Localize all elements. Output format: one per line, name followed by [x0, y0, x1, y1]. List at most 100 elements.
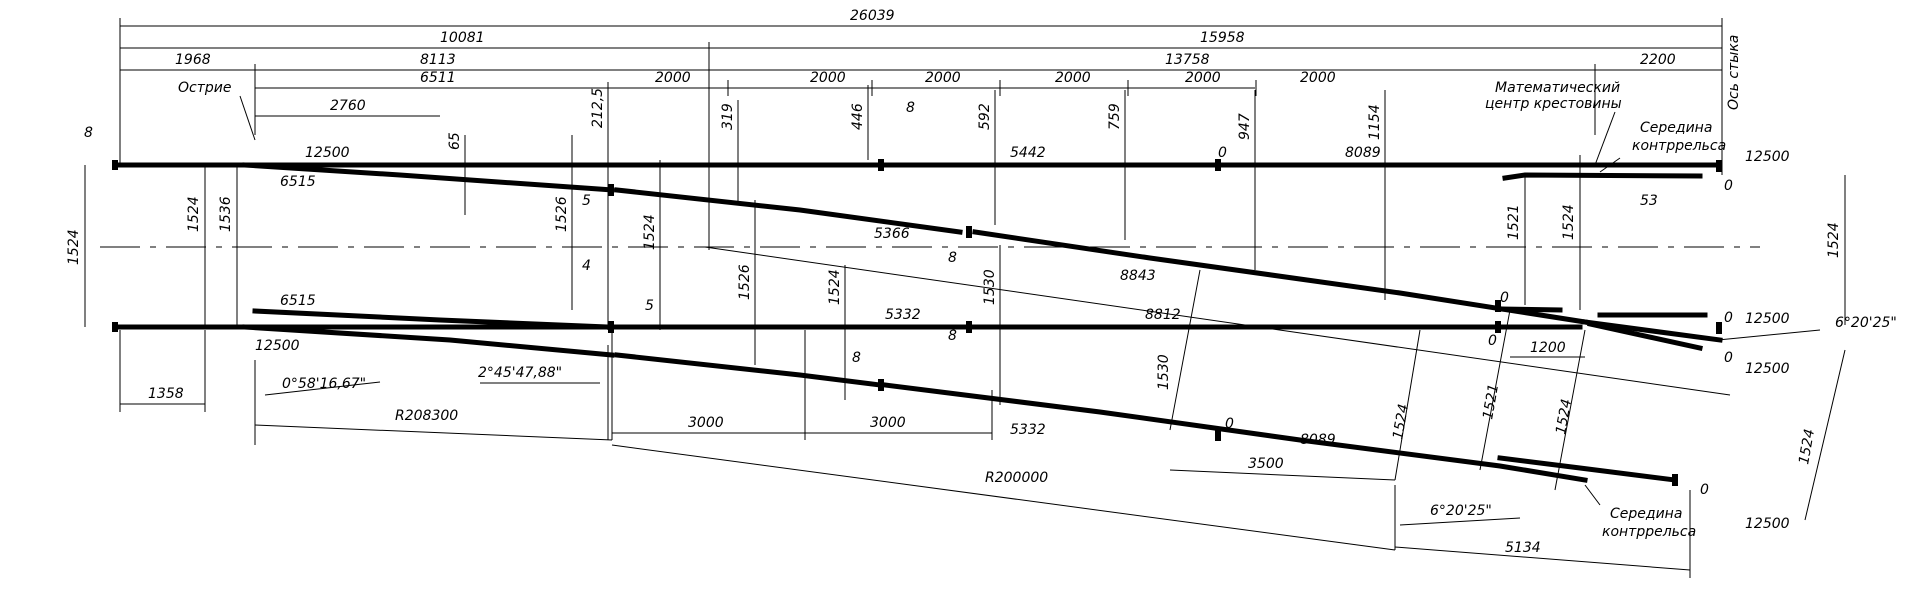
zero-3: 0 [1500, 290, 1509, 306]
radius-lead: R200000 [985, 470, 1048, 486]
zero-6: 0 [1724, 350, 1733, 366]
zero-4: 0 [1724, 310, 1733, 326]
val-5-bottom: 5 [645, 298, 654, 314]
rail-length-top-right: 12500 [1745, 149, 1790, 165]
rails [115, 162, 1723, 483]
val-53: 53 [1640, 193, 1658, 209]
zero-2: 0 [1724, 178, 1733, 194]
angle-frog-right: 6°20'25" [1835, 315, 1897, 331]
gauge-1530-b: 1530 [1156, 354, 1172, 390]
ord-592: 592 [977, 103, 993, 130]
val-5-top: 5 [582, 193, 591, 209]
dim-point-zone: 6511 [420, 70, 456, 86]
ord-65: 65 [447, 132, 463, 150]
rail-length-frog-right: 12500 [1745, 361, 1790, 377]
rail-length-bottom-left: 12500 [255, 338, 300, 354]
dim-step-5: 2000 [1185, 70, 1221, 86]
zero-1: 0 [1218, 145, 1227, 161]
gauge-1530-a: 1530 [982, 269, 998, 305]
annotations: Острие Математический центр крестовины С… [178, 35, 1742, 540]
rail-length-5442: 5442 [1010, 145, 1046, 161]
zero-8: 0 [1700, 482, 1709, 498]
gauge-right-top: 1524 [1826, 222, 1842, 258]
ord-759: 759 [1107, 103, 1123, 130]
rail-length-5332-top: 5332 [885, 307, 921, 323]
dim-point-segment: 2760 [330, 98, 366, 114]
rail-length-8089-bottom: 8089 [1300, 432, 1336, 448]
angle-switch: 2°45'47,88" [478, 365, 562, 381]
dim-3500: 3500 [1248, 456, 1284, 472]
ord-446: 446 [850, 103, 866, 130]
ord-1154: 1154 [1367, 104, 1383, 140]
top-dimension-chain: 26039 10081 15958 1968 8113 13758 2200 6… [119, 8, 1723, 330]
dim-1200: 1200 [1530, 340, 1566, 356]
dim-tip-offset: 1968 [175, 52, 211, 68]
dim-rear-overhang: 2200 [1640, 52, 1676, 68]
dim-overall-length: 26039 [850, 8, 895, 24]
label-guard-mid-top-2: контррельса [1632, 138, 1726, 154]
dim-step-6: 2000 [1300, 70, 1336, 86]
gauge-1521-b: 1521 [1506, 204, 1522, 240]
dim-3000-a: 3000 [688, 415, 724, 431]
rail-length-point-bottom: 6515 [280, 293, 316, 309]
gauge-1526-a: 1526 [554, 196, 570, 232]
dim-switch-to-frog: 8113 [420, 52, 456, 68]
rail-length-bottom-right: 12500 [1745, 516, 1790, 532]
rail-length-8812: 8812 [1145, 307, 1181, 323]
angle-frog-bottom: 6°20'25" [1430, 503, 1492, 519]
label-guard-mid-top-1: Середина [1640, 120, 1712, 136]
gauge-left-1536: 1536 [218, 196, 234, 232]
angle-tip: 0°58'16,67" [282, 376, 366, 392]
gap-8-top: 8 [906, 100, 915, 116]
gauge-dimensions: 1524 1524 1536 1526 1524 1526 1524 1530 … [66, 135, 1846, 521]
label-joint-axis: Ось стыка [1726, 35, 1742, 110]
gap-8-bottom: 8 [852, 350, 861, 366]
ord-947: 947 [1237, 113, 1253, 140]
gauge-1524-d: 1524 [1561, 204, 1577, 240]
dim-1358: 1358 [148, 386, 184, 402]
gauge-1524-a: 1524 [642, 214, 658, 250]
rail-length-5332-bottom: 5332 [1010, 422, 1046, 438]
label-math-center-2: центр крестовины [1485, 96, 1622, 112]
dim-frog-rear-span: 13758 [1165, 52, 1210, 68]
gap-8-left: 8 [84, 125, 93, 141]
dim-rear-part: 15958 [1200, 30, 1245, 46]
gauge-left-1524: 1524 [186, 196, 202, 232]
zero-7: 0 [1225, 416, 1234, 432]
dim-step-3: 2000 [925, 70, 961, 86]
gap-8-low: 8 [948, 328, 957, 344]
rail-length-8089-top: 8089 [1345, 145, 1381, 161]
rail-joints [112, 159, 1722, 486]
gauge-1526-b: 1526 [737, 264, 753, 300]
rail-length-mid-right: 12500 [1745, 311, 1790, 327]
dim-3000-b: 3000 [870, 415, 906, 431]
dim-step-4: 2000 [1055, 70, 1091, 86]
gauge-left-outer: 1524 [66, 229, 82, 265]
label-point-tip: Острие [178, 80, 231, 96]
ordinates: 65 212,5 319 446 592 759 947 1154 [447, 85, 1386, 300]
dim-front-part: 10081 [440, 30, 485, 46]
gauge-1521-a: 1521 [1480, 383, 1502, 421]
dim-step-1: 2000 [655, 70, 691, 86]
gauge-1524-e: 1524 [1553, 398, 1575, 436]
rail-length-5366: 5366 [874, 226, 910, 242]
label-guard-mid-bottom-2: контррельса [1602, 524, 1696, 540]
zero-5: 0 [1488, 333, 1497, 349]
gauge-1524-c: 1524 [1390, 403, 1412, 441]
label-math-center-1: Математический [1495, 80, 1620, 96]
ord-212-5: 212,5 [590, 88, 606, 128]
bottom-dimensions: 1358 3000 3000 3500 1200 5134 R208300 R2… [119, 315, 1897, 578]
rail-length-top-left: 12500 [305, 145, 350, 161]
ord-319: 319 [720, 103, 736, 130]
gauge-1524-b: 1524 [827, 269, 843, 305]
label-guard-mid-bottom-1: Середина [1610, 506, 1682, 522]
rail-length-8843: 8843 [1120, 268, 1156, 284]
dim-5134: 5134 [1505, 540, 1541, 556]
diverging-axis [704, 246, 1731, 396]
val-4: 4 [582, 258, 591, 274]
dim-step-2: 2000 [810, 70, 846, 86]
rail-length-point-top: 6515 [280, 174, 316, 190]
radius-main: R208300 [395, 408, 458, 424]
gauge-right-bottom: 1524 [1796, 428, 1818, 466]
